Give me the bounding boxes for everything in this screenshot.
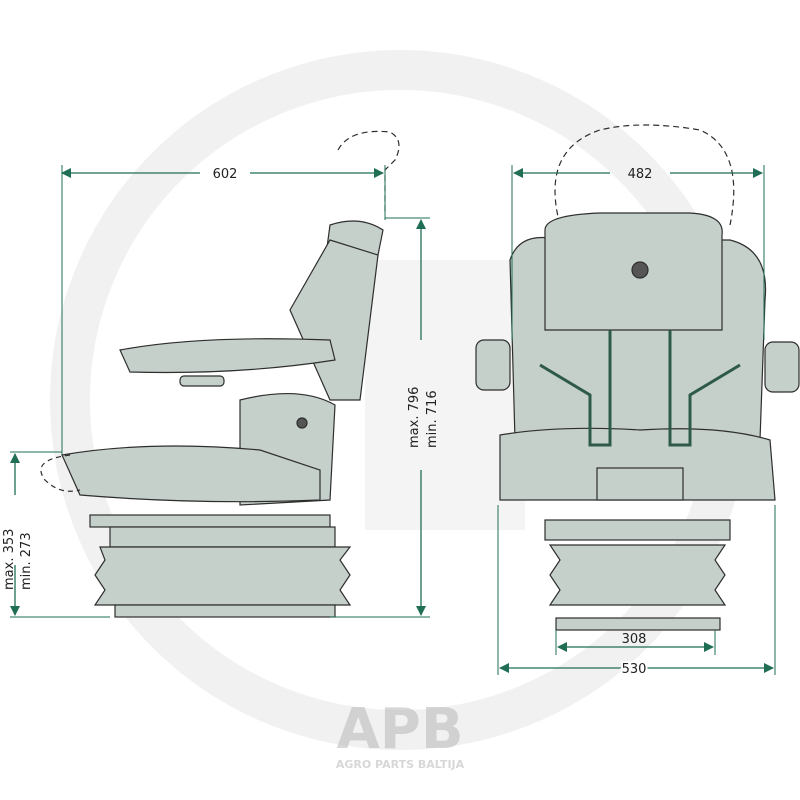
depth-label: 602	[213, 167, 238, 182]
height-min-label: min. 716	[425, 390, 440, 448]
backrest-width-label: 482	[628, 167, 653, 182]
seat-height-min-label: min. 273	[19, 532, 34, 590]
seat-height-max-label: max. 353	[2, 529, 17, 590]
overall-width-label: 530	[622, 662, 647, 677]
dimension-labels: 602 max. 796 min. 716 max. 353 min. 273 …	[2, 167, 653, 679]
seat-front-view	[475, 124, 800, 631]
watermark: APB AGRO PARTS BALTIJA	[336, 697, 465, 771]
watermark-text: AGRO PARTS BALTIJA	[336, 758, 465, 771]
watermark-logo: APB	[336, 697, 463, 762]
base-width-label: 308	[622, 632, 647, 647]
dimension-lines	[10, 165, 776, 675]
height-max-label: max. 796	[407, 387, 422, 448]
seat-side-view	[40, 130, 400, 618]
